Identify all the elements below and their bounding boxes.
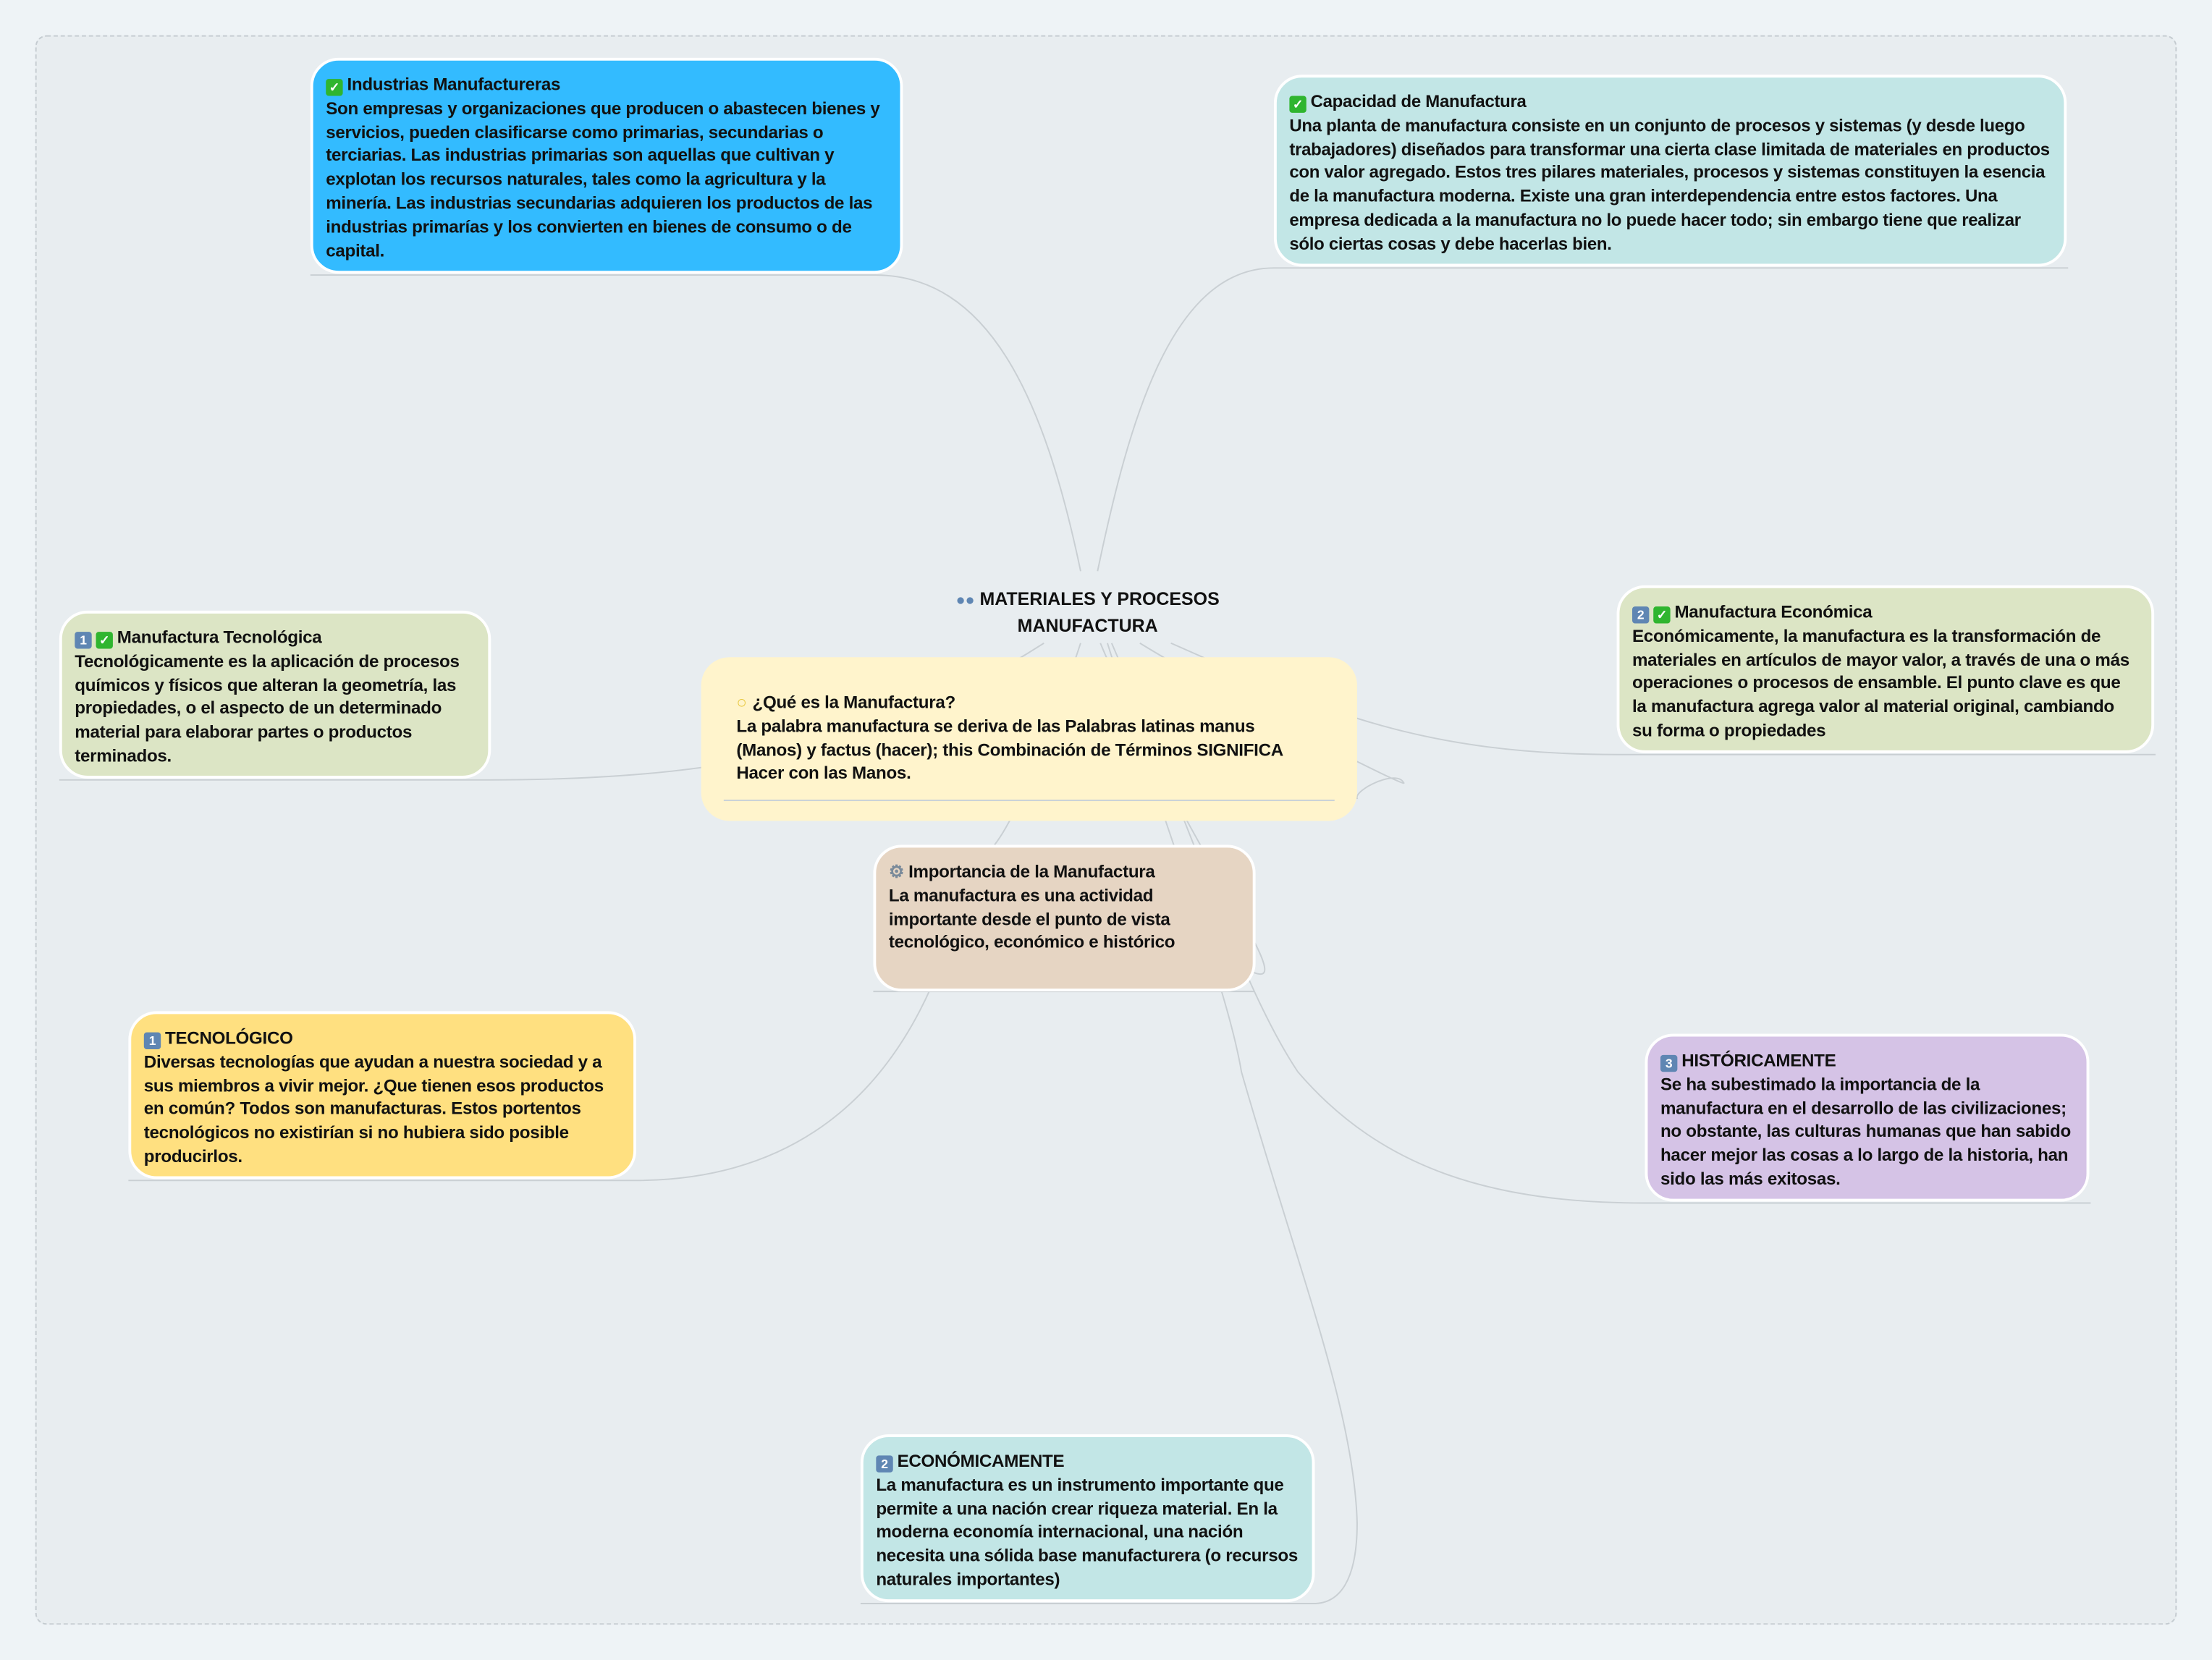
link-capacidad	[1097, 267, 2069, 572]
node-body: Son empresas y organizaciones que produc…	[326, 98, 880, 261]
check-icon: ✓	[326, 79, 343, 96]
number-3-icon: 3	[1660, 1054, 1678, 1072]
node-capacidad-de-manufactura[interactable]: ✓Capacidad de Manufactura Una planta de …	[1273, 75, 2067, 267]
lightbulb-icon: ○	[736, 692, 747, 713]
node-title: ¿Qué es la Manufactura?	[752, 692, 955, 713]
node-title: Importancia de la Manufactura	[908, 861, 1155, 882]
number-2-icon: 2	[876, 1455, 893, 1473]
node-body: Diversas tecnologías que ayudan a nuestr…	[143, 1051, 604, 1166]
node-body: Una planta de manufactura consiste en un…	[1289, 115, 2050, 254]
node-body: Tecnológicamente es la aplicación de pro…	[75, 651, 460, 766]
node-industrias-manufactureras[interactable]: ✓Industrias Manufactureras Son empresas …	[310, 57, 903, 274]
divider	[723, 800, 1335, 802]
node-manufactura-tecnologica[interactable]: 1✓Manufactura Tecnológica Tecnológicamen…	[59, 610, 491, 779]
node-title: Manufactura Tecnológica	[117, 627, 322, 648]
link-industrias	[310, 274, 1081, 572]
node-title: Manufactura Económica	[1674, 602, 1873, 622]
node-title: HISTÓRICAMENTE	[1681, 1051, 1836, 1071]
node-body: La manufactura es un instrumento importa…	[876, 1475, 1298, 1590]
check-icon: ✓	[1653, 606, 1671, 624]
root-title: MATERIALES Y PROCESOS MANUFACTURA	[979, 588, 1220, 636]
number-1-icon: 1	[143, 1032, 161, 1050]
node-title: ECONÓMICAMENTE	[897, 1451, 1065, 1471]
node-body: Se ha subestimado la importancia de la m…	[1660, 1074, 2071, 1189]
node-importancia-de-la-manufactura[interactable]: ⚙Importancia de la Manufactura La manufa…	[873, 844, 1256, 992]
node-body: La manufactura es una actividad importan…	[888, 885, 1175, 953]
people-icon: ●●	[955, 592, 975, 609]
check-icon: ✓	[1289, 96, 1306, 113]
node-title: TECNOLÓGICO	[165, 1028, 293, 1049]
number-2-icon: 2	[1631, 606, 1650, 624]
node-title: Industrias Manufactureras	[347, 75, 561, 95]
node-title: Capacidad de Manufactura	[1310, 91, 1527, 111]
number-1-icon: 1	[75, 632, 92, 649]
node-manufactura-economica[interactable]: 2✓Manufactura Económica Económicamente, …	[1616, 585, 2155, 753]
gear-icon: ⚙	[888, 861, 905, 882]
node-que-es-la-manufactura[interactable]: ○¿Qué es la Manufactura? La palabra manu…	[701, 657, 1357, 821]
node-body: La palabra manufactura se deriva de las …	[736, 716, 1283, 784]
root-topic[interactable]: ●● MATERIALES Y PROCESOS MANUFACTURA	[903, 587, 1272, 638]
check-icon: ✓	[96, 632, 113, 649]
map-frame	[35, 35, 2177, 1625]
node-body: Económicamente, la manufactura es la tra…	[1631, 625, 2129, 741]
